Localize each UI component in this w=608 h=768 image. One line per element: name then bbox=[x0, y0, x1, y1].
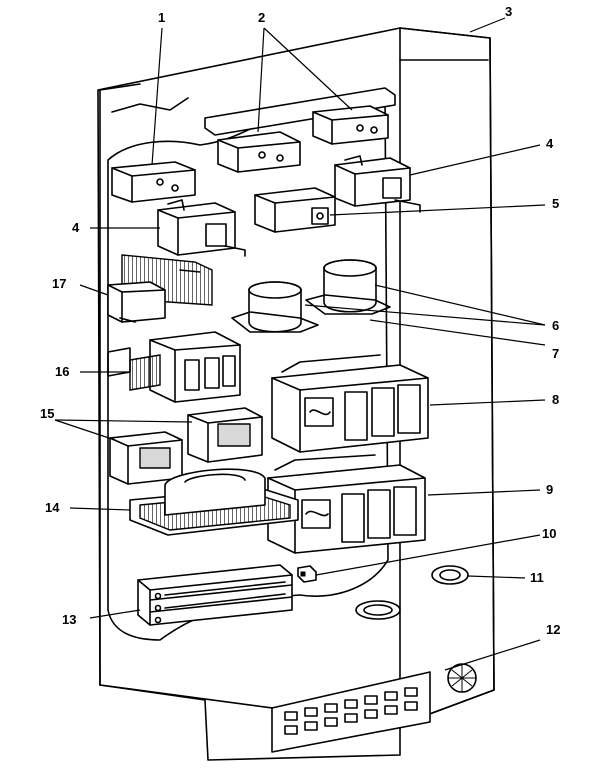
terminal-block-part-13 bbox=[137, 564, 293, 626]
ventilation-fan-icon bbox=[447, 663, 477, 693]
contactor-part-9 bbox=[267, 454, 426, 554]
contactor-part-8 bbox=[271, 354, 429, 453]
relay-part-5 bbox=[254, 187, 336, 233]
top-ledge bbox=[204, 87, 396, 136]
callout-12: 12 bbox=[546, 622, 560, 637]
capacitor-right bbox=[305, 259, 391, 315]
control-panel-part-12 bbox=[271, 663, 477, 753]
callout-8: 8 bbox=[552, 392, 559, 407]
callout-4-upper: 4 bbox=[546, 136, 554, 151]
callout-labels: 1 2 3 4 4 5 17 6 7 16 8 15 9 14 10 11 13… bbox=[40, 4, 560, 637]
callout-2: 2 bbox=[258, 10, 265, 25]
callout-15: 15 bbox=[40, 406, 54, 421]
panel-buttons bbox=[284, 687, 418, 735]
relay-part-2-left bbox=[217, 131, 301, 173]
relay-part-1 bbox=[111, 161, 196, 203]
callout-4-lower: 4 bbox=[72, 220, 80, 235]
transformer-part-14 bbox=[129, 468, 299, 536]
callout-17: 17 bbox=[52, 276, 66, 291]
relay-part-4-lower bbox=[157, 199, 246, 257]
leader-lines bbox=[54, 17, 546, 671]
capacitor-left bbox=[231, 281, 319, 333]
contactor-part-16 bbox=[107, 331, 241, 403]
callout-11: 11 bbox=[530, 570, 544, 585]
transformer-part-17 bbox=[107, 254, 213, 323]
transformer-part-15-right bbox=[187, 407, 263, 463]
callout-1: 1 bbox=[158, 10, 165, 25]
relay-part-4-upper bbox=[334, 155, 421, 213]
callout-6: 6 bbox=[552, 318, 559, 333]
callout-13: 13 bbox=[62, 612, 76, 627]
callout-7: 7 bbox=[552, 346, 559, 361]
grommet-part-11 bbox=[431, 565, 469, 585]
transformer-part-15-left bbox=[109, 431, 183, 485]
callout-3: 3 bbox=[505, 4, 512, 19]
back-panel bbox=[107, 94, 389, 641]
callout-10: 10 bbox=[542, 526, 556, 541]
callout-14: 14 bbox=[45, 500, 60, 515]
callout-5: 5 bbox=[552, 196, 559, 211]
bottom-cutout bbox=[355, 600, 401, 620]
terminal-part-10 bbox=[297, 565, 317, 583]
callout-9: 9 bbox=[546, 482, 553, 497]
callout-16: 16 bbox=[55, 364, 69, 379]
relay-part-2-right bbox=[312, 105, 389, 145]
